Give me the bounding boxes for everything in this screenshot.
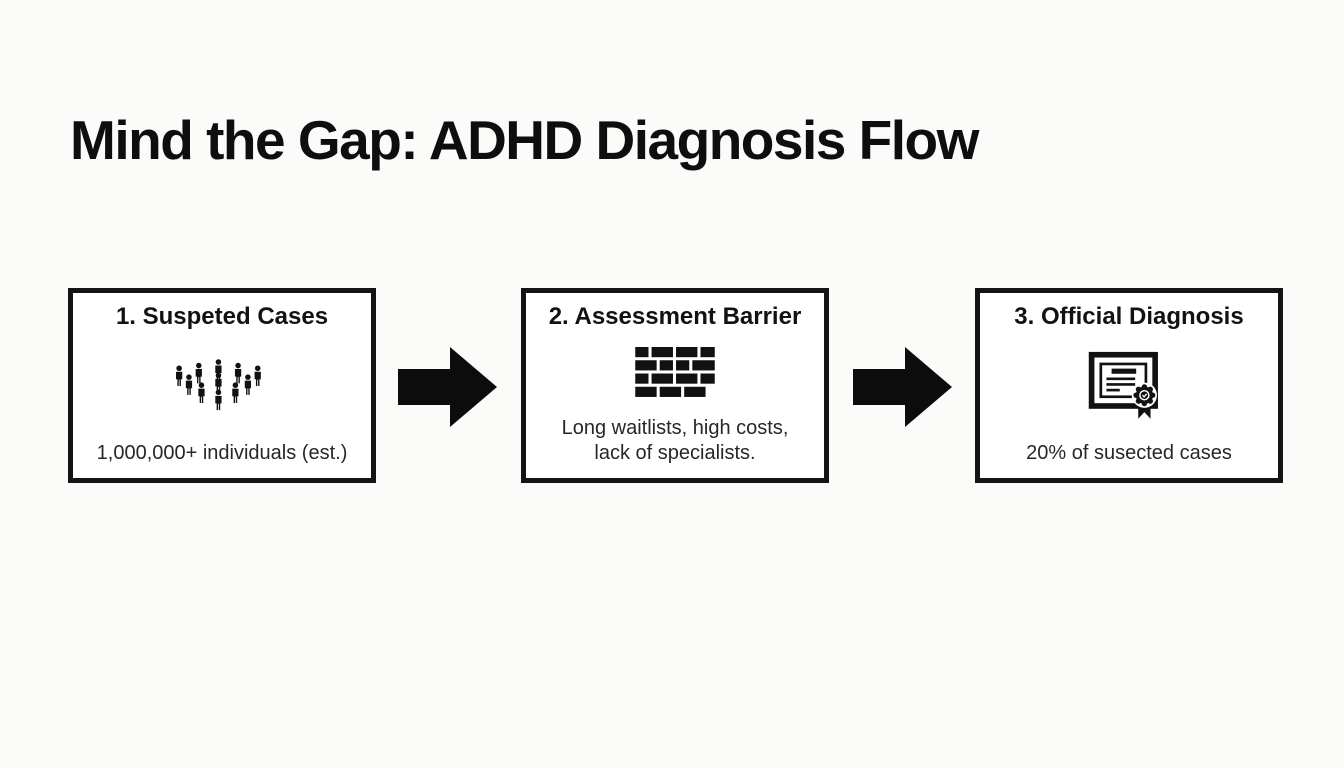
certificate-icon (1088, 331, 1170, 441)
step-box-official-diagnosis: 3. Official Diagnosis (975, 288, 1283, 483)
step-caption: Long waitlists, high costs, lack of spec… (561, 417, 789, 464)
crowd-icon (172, 331, 272, 441)
step-box-suspected-cases: 1. Suspeted Cases (68, 288, 376, 483)
step-box-assessment-barrier: 2. Assessment Barrier (521, 288, 829, 483)
step-heading: 2. Assessment Barrier (548, 303, 802, 330)
brick-wall-icon (635, 331, 715, 416)
step-caption: 1,000,000+ individuals (est.) (96, 442, 348, 464)
step-heading: 1. Suspeted Cases (115, 303, 329, 330)
right-arrow-icon (398, 347, 498, 427)
right-arrow-icon (853, 347, 953, 427)
step-caption: 20% of susected cases (1026, 442, 1232, 464)
page-title: Mind the Gap: ADHD Diagnosis Flow (70, 109, 979, 171)
step-heading: 3. Official Diagnosis (1014, 303, 1244, 330)
